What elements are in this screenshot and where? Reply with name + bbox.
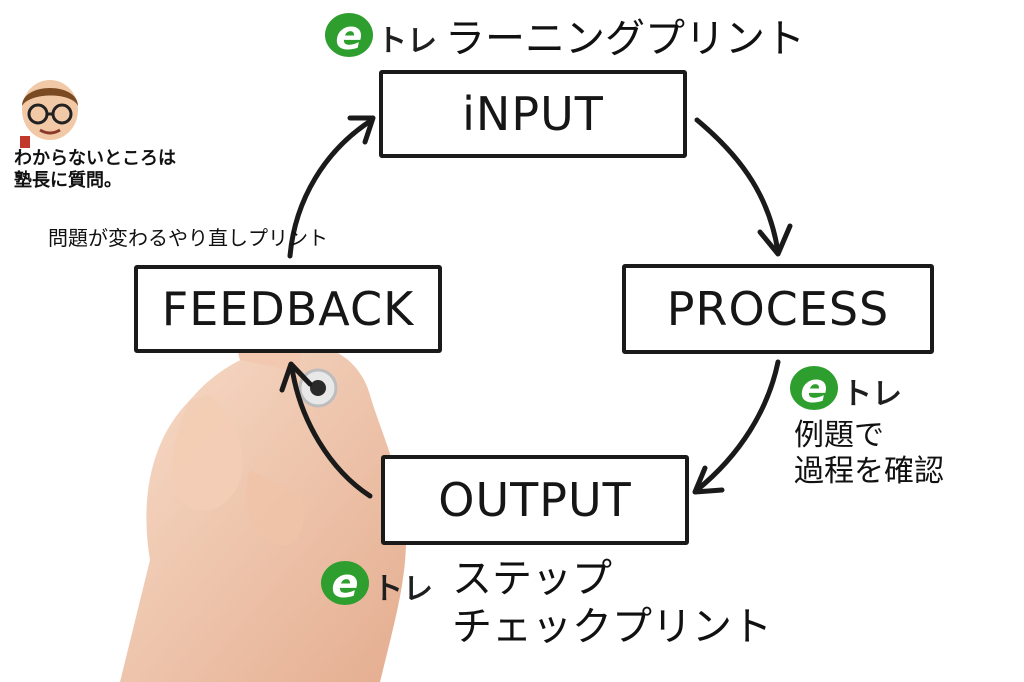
svg-text:トレ: トレ [373,572,433,607]
output-caption: ステップ チェックプリント [452,555,772,651]
process-caption-line: 過程を確認 [794,454,944,489]
output-box: OUTPUT [381,455,689,545]
svg-text:トレ: トレ [842,377,902,412]
teacher-avatar [20,80,78,148]
input-title: ラーニングプリント [445,16,805,62]
teacher-note: わからないところは 塾長に質問。 [14,148,176,192]
arrow-input-to-process [694,117,781,255]
teacher-note-line: 塾長に質問。 [14,170,122,191]
output-label: OUTPUT [438,473,632,527]
svg-text:e: e [331,561,358,607]
etore-logo-icon: e トレ [325,13,437,59]
feedback-label: FEEDBACK [161,282,415,336]
process-caption-line: 例題で [794,418,884,453]
teacher-note-line: わからないところは [14,148,176,169]
process-box: PROCESS [622,264,934,354]
arrow-output-to-feedback [289,365,373,499]
output-caption-line: チェックプリント [452,604,772,650]
etore-logo-icon: e トレ [790,366,902,412]
process-caption: 例題で 過程を確認 [794,418,944,490]
etore-logo-icon: e トレ [321,561,433,607]
svg-text:e: e [800,366,827,412]
arrow-feedback-to-input [287,117,375,259]
feedback-caption: 問題が変わるやり直しプリント [48,226,328,250]
feedback-box: FEEDBACK [134,265,442,353]
arrow-process-to-output [694,359,781,493]
svg-text:e: e [335,13,362,59]
process-label: PROCESS [666,282,890,336]
input-box: iNPUT [379,70,687,158]
svg-text:トレ: トレ [377,24,437,59]
input-label: iNPUT [462,87,604,141]
output-caption-line: ステップ [452,556,612,602]
